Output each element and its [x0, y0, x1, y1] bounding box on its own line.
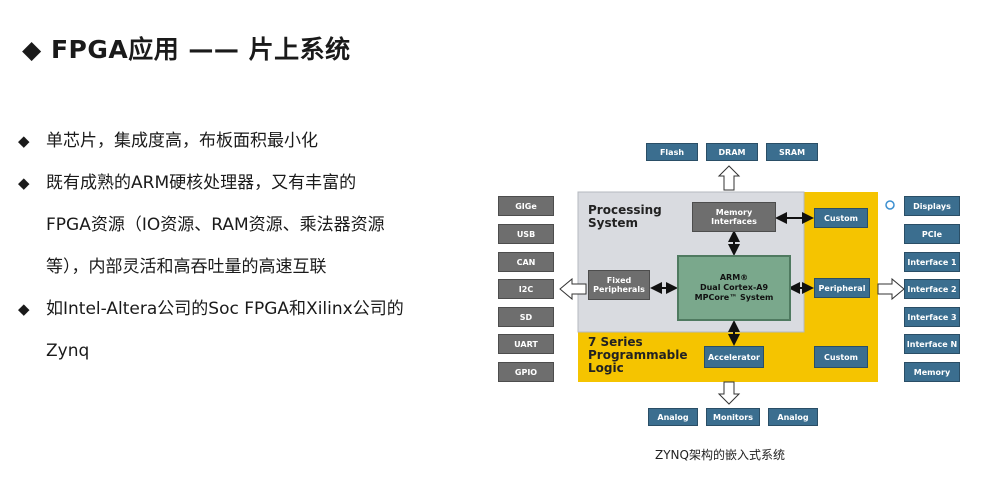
diamond-bullet-icon: ◆ — [18, 132, 30, 150]
bullet-line: Zynq — [46, 341, 90, 361]
bullet-item: ◆ 既有成熟的ARM硬核处理器，又有丰富的 FPGA资源（IO资源、RAM资源、… — [18, 162, 468, 288]
custom-bottom-block: Custom — [814, 346, 868, 368]
memory-interfaces-block: Memory Interfaces — [692, 202, 776, 232]
programmable-logic-label: 7 Series Programmable Logic — [588, 336, 688, 375]
bullet-line: 既有成熟的ARM硬核处理器，又有丰富的 — [46, 173, 357, 193]
core-label-line: ARM® — [719, 273, 749, 282]
arrow-up-hollow — [717, 165, 741, 191]
bullet-line: 单芯片，集成度高，布板面积最小化 — [46, 131, 318, 151]
bullet-list: ◆ 单芯片，集成度高，布板面积最小化 ◆ 既有成熟的ARM硬核处理器，又有丰富的… — [18, 120, 468, 372]
right-io-box: Displays — [904, 196, 960, 216]
zynq-diagram: Flash DRAM SRAM GIGe USB CAN I2C SD UART… — [494, 136, 964, 436]
diamond-bullet-icon: ◆ — [18, 300, 30, 318]
pl-label-line: 7 Series — [588, 335, 643, 349]
flash-box: Flash — [646, 143, 698, 161]
left-io-box: UART — [498, 334, 554, 354]
custom-top-block: Custom — [814, 208, 868, 228]
left-io-box: GIGe — [498, 196, 554, 216]
slide-title: ◆ FPGA应用 —— 片上系统 — [22, 30, 351, 66]
left-io-box: CAN — [498, 252, 554, 272]
right-io-box: Interface 1 — [904, 252, 960, 272]
ps-label-line: Processing — [588, 203, 662, 217]
block-label-line: Peripherals — [593, 285, 645, 294]
right-io-box: Interface 3 — [904, 307, 960, 327]
diamond-bullet-icon: ◆ — [18, 174, 30, 192]
left-io-box: SD — [498, 307, 554, 327]
title-text: FPGA应用 —— 片上系统 — [50, 35, 351, 64]
sram-box: SRAM — [766, 143, 818, 161]
bullet-line: 等），内部灵活和高吞吐量的高速互联 — [46, 257, 327, 277]
right-io-box: Interface N — [904, 334, 960, 354]
pl-label-line: Logic — [588, 361, 624, 375]
processing-system-label: Processing System — [588, 204, 662, 230]
refresh-icon — [885, 200, 895, 210]
bullet-line: 如Intel-Altera公司的Soc FPGA和Xilinx公司的 — [46, 299, 404, 319]
bullet-item: ◆ 单芯片，集成度高，布板面积最小化 — [18, 120, 468, 162]
block-label-line: Interfaces — [711, 217, 757, 226]
arrow-down-hollow — [717, 381, 741, 405]
diagram-caption: ZYNQ架构的嵌入式系统 — [655, 448, 785, 462]
core-label-line: Dual Cortex-A9 — [699, 283, 769, 292]
bottom-io-box: Monitors — [706, 408, 760, 426]
fixed-peripherals-block: Fixed Peripherals — [588, 270, 650, 300]
block-label-line: Memory — [715, 208, 753, 217]
arrow-right-hollow — [877, 277, 905, 301]
pl-label-line: Programmable — [588, 348, 688, 362]
bullet-item: ◆ 如Intel-Altera公司的Soc FPGA和Xilinx公司的 Zyn… — [18, 288, 468, 372]
right-io-box: Memory — [904, 362, 960, 382]
left-io-box: I2C — [498, 279, 554, 299]
right-io-box: Interface 2 — [904, 279, 960, 299]
right-io-box: PCIe — [904, 224, 960, 244]
arrow-left-hollow — [559, 277, 587, 301]
block-label-line: Fixed — [606, 276, 632, 285]
accelerator-block: Accelerator — [704, 346, 764, 368]
left-io-box: GPIO — [498, 362, 554, 382]
ps-label-line: System — [588, 216, 638, 230]
left-io-box: USB — [498, 224, 554, 244]
bullet-line: FPGA资源（IO资源、RAM资源、乘法器资源 — [46, 215, 385, 235]
arm-core-label: ARM® Dual Cortex-A9 MPCore™ System — [678, 256, 790, 320]
arm-core-block — [677, 255, 791, 321]
core-label-line: MPCore™ System — [694, 293, 774, 302]
peripheral-block: Peripheral — [814, 278, 870, 298]
bottom-io-box: Analog — [648, 408, 698, 426]
bottom-io-box: Analog — [768, 408, 818, 426]
dram-box: DRAM — [706, 143, 758, 161]
title-marker: ◆ — [22, 35, 42, 64]
